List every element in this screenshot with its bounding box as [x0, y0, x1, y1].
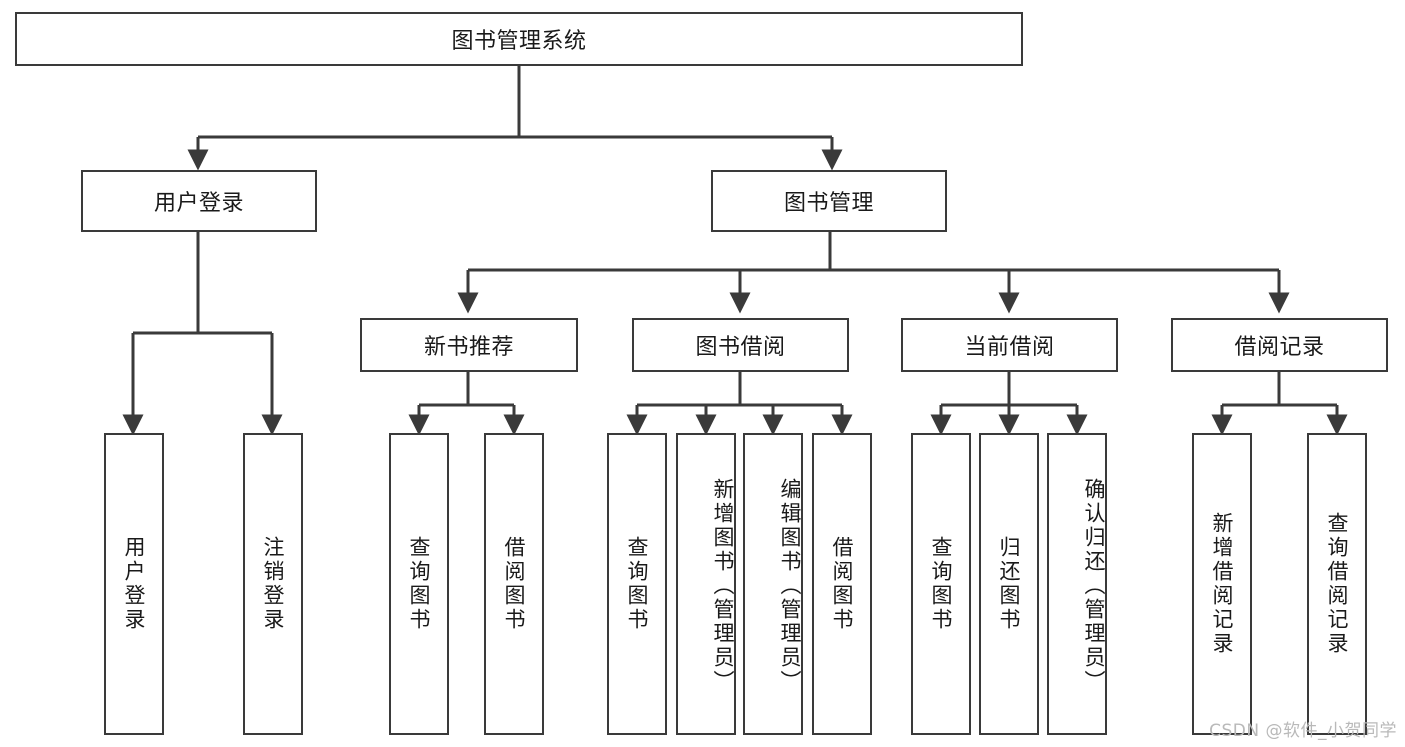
node-label: 图书借阅: [695, 335, 786, 360]
leaf-confirm-return-admin[interactable]: 确认归还（管理员）: [1047, 433, 1107, 735]
node-label: 查询图书: [625, 536, 650, 632]
node-label: 新增图书（管理员）: [711, 478, 735, 694]
leaf-user-logout[interactable]: 注销登录: [243, 433, 303, 735]
node-label: 查询图书: [407, 536, 432, 632]
leaf-query-book-borrow[interactable]: 查询图书: [607, 433, 667, 735]
node-current-borrow[interactable]: 当前借阅: [901, 318, 1118, 372]
node-book-borrow[interactable]: 图书借阅: [632, 318, 849, 372]
node-label: 确认归还（管理员）: [1082, 478, 1106, 694]
node-user-login[interactable]: 用户登录: [81, 170, 317, 232]
node-label: 借阅记录: [1234, 335, 1325, 360]
node-new-book-recommend[interactable]: 新书推荐: [360, 318, 578, 372]
node-label: 用户登录: [122, 536, 147, 632]
csdn-watermark: CSDN @软件_小贺同学: [1209, 721, 1397, 741]
leaf-query-book-recommend[interactable]: 查询图书: [389, 433, 449, 735]
leaf-edit-book-admin[interactable]: 编辑图书（管理员）: [743, 433, 803, 735]
leaf-borrow-book-recommend[interactable]: 借阅图书: [484, 433, 544, 735]
node-label: 借阅图书: [502, 536, 527, 632]
node-label: 新增借阅记录: [1210, 512, 1235, 656]
leaf-return-book[interactable]: 归还图书: [979, 433, 1039, 735]
node-label: 查询图书: [929, 536, 954, 632]
node-label: 用户登录: [153, 191, 244, 216]
leaf-borrow-book[interactable]: 借阅图书: [812, 433, 872, 735]
node-label: 注销登录: [261, 536, 286, 632]
node-label: 图书管理: [783, 191, 874, 216]
node-label: 借阅图书: [830, 536, 855, 632]
leaf-query-book-current[interactable]: 查询图书: [911, 433, 971, 735]
node-label: 图书管理系统: [451, 29, 587, 54]
node-label: 当前借阅: [964, 335, 1055, 360]
node-label: 编辑图书（管理员）: [778, 478, 802, 694]
node-label: 查询借阅记录: [1325, 512, 1350, 656]
node-label: 归还图书: [997, 536, 1022, 632]
node-label: 新书推荐: [423, 335, 514, 360]
node-root-system[interactable]: 图书管理系统: [15, 12, 1023, 66]
leaf-query-borrow-record[interactable]: 查询借阅记录: [1307, 433, 1367, 735]
leaf-add-book-admin[interactable]: 新增图书（管理员）: [676, 433, 736, 735]
node-borrow-record[interactable]: 借阅记录: [1171, 318, 1388, 372]
leaf-user-login[interactable]: 用户登录: [104, 433, 164, 735]
node-book-management[interactable]: 图书管理: [711, 170, 947, 232]
leaf-add-borrow-record[interactable]: 新增借阅记录: [1192, 433, 1252, 735]
